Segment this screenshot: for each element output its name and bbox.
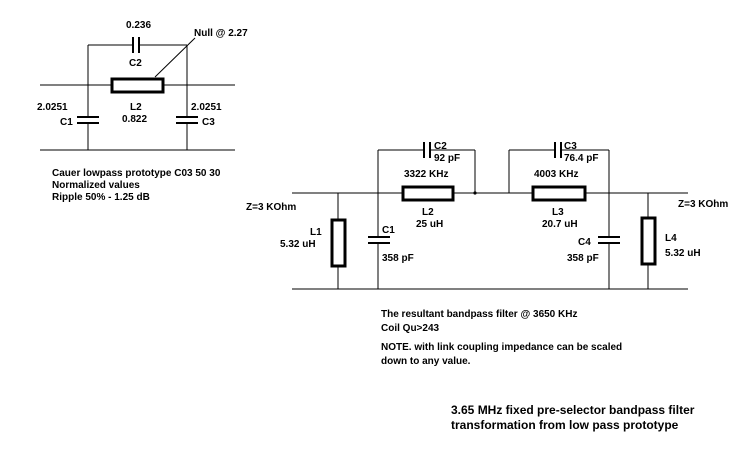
c3-value: 76.4 pF (564, 153, 598, 164)
l4-label: L4 (665, 233, 677, 244)
bandpass-c3-capacitor (554, 142, 562, 158)
l2-value: 25 uH (416, 219, 443, 230)
l3-label: L3 (552, 207, 564, 218)
prototype-c1-label: C1 (60, 117, 73, 128)
prototype-c2-label: C2 (129, 58, 142, 69)
prototype-c2-capacitor (132, 37, 140, 53)
c3-label: C3 (564, 141, 577, 152)
bandpass-l1-inductor (330, 218, 347, 268)
prototype-caption-line2: Normalized values (52, 180, 140, 191)
prototype-c1-capacitor (77, 116, 99, 124)
bandpass-l2-inductor (401, 185, 455, 202)
c1-value: 358 pF (382, 253, 414, 264)
lowpass-prototype-schematic (40, 37, 235, 151)
z-left-label: Z=3 KOhm (246, 202, 296, 213)
bandpass-c2-capacitor (423, 142, 431, 158)
l1-label: L1 (310, 227, 322, 238)
prototype-l2-value: 0.822 (122, 114, 147, 125)
l4-value: 5.32 uH (665, 248, 701, 259)
c1-label: C1 (382, 225, 395, 236)
prototype-c3-capacitor (176, 116, 198, 124)
bandpass-note-line3: NOTE. with link coupling impedance can b… (381, 342, 622, 353)
bandpass-filter-schematic (292, 142, 688, 290)
bandpass-note-line2: Coil Qu>243 (381, 323, 440, 334)
diagram-title-line1: 3.65 MHz fixed pre-selector bandpass fil… (451, 403, 695, 417)
c4-label: C4 (578, 237, 591, 248)
bandpass-note-line1: The resultant bandpass filter @ 3650 KHz (381, 309, 577, 320)
prototype-c1-value: 2.0251 (37, 102, 68, 113)
prototype-c2-value: 0.236 (126, 20, 151, 31)
c4-value: 358 pF (567, 253, 599, 264)
c2-value: 92 pF (434, 153, 460, 164)
prototype-c3-value: 2.0251 (191, 102, 222, 113)
null-label: Null @ 2.27 (194, 28, 248, 39)
prototype-c3-label: C3 (202, 117, 215, 128)
bandpass-l4-inductor (640, 216, 657, 266)
diagram-title-line2: transformation from low pass prototype (451, 418, 679, 432)
prototype-l2-label: L2 (130, 102, 142, 113)
prototype-caption-line3: Ripple 50% - 1.25 dB (52, 192, 150, 203)
l2-label: L2 (422, 207, 434, 218)
bandpass-l3-inductor (531, 185, 587, 202)
prototype-l2-inductor (110, 77, 165, 94)
z-right-label: Z=3 KOhm (678, 199, 728, 210)
prototype-caption-line1: Cauer lowpass prototype C03 50 30 (52, 168, 221, 179)
l1-value: 5.32 uH (280, 239, 316, 250)
c2-label: C2 (434, 141, 447, 152)
bandpass-note-line4: down to any value. (381, 356, 471, 367)
l2-frequency: 3322 KHz (404, 169, 448, 180)
l3-value: 20.7 uH (542, 219, 578, 230)
null-pointer-line (154, 37, 196, 78)
bandpass-c1-capacitor (368, 236, 390, 244)
l3-frequency: 4003 KHz (534, 169, 578, 180)
bandpass-c4-capacitor (598, 236, 620, 244)
